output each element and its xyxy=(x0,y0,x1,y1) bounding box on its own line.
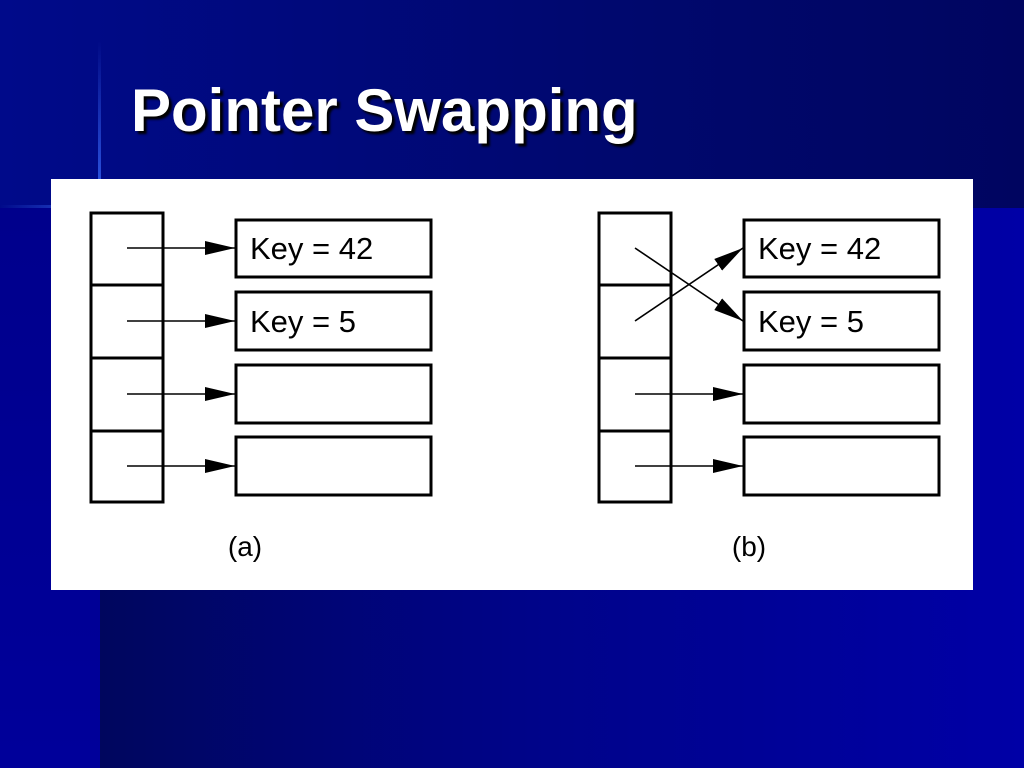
record-key-a-1: Key = 42 xyxy=(250,231,373,266)
pointer-cell-b-1 xyxy=(597,211,673,287)
record-box-a-4 xyxy=(234,435,433,497)
record-key-b-2: Key = 5 xyxy=(758,304,864,339)
pointer-arrows-b xyxy=(634,247,744,473)
record-box-b-4 xyxy=(742,435,941,497)
figure-panel: Key = 42 Key = 5 (a) xyxy=(51,179,973,590)
background-top-band xyxy=(0,0,1024,208)
pointer-cell-b-2 xyxy=(597,283,673,360)
pointer-array-b xyxy=(597,211,673,504)
record-box-b-1 xyxy=(742,218,941,279)
pointer-cell-a-1 xyxy=(89,211,165,287)
caption-a: (a) xyxy=(228,531,262,562)
record-box-b-3 xyxy=(742,363,941,425)
record-box-b-2 xyxy=(742,290,941,352)
record-boxes-b xyxy=(742,218,941,497)
panel-b: Key = 42 Key = 5 (b) xyxy=(597,211,941,562)
record-boxes-a xyxy=(234,218,433,497)
panel-a: Key = 42 Key = 5 (a) xyxy=(89,211,433,562)
record-box-a-2 xyxy=(234,290,433,352)
record-box-a-3 xyxy=(234,363,433,425)
pointer-arrows-a xyxy=(127,241,235,473)
record-box-a-1 xyxy=(234,218,433,279)
record-key-b-1: Key = 42 xyxy=(758,231,881,266)
pointer-arrow-b-2-swapped xyxy=(634,247,744,322)
pointer-swap-diagram: Key = 42 Key = 5 (a) xyxy=(89,211,941,562)
pointer-array-a xyxy=(89,211,165,504)
slide-title: Pointer Swapping xyxy=(131,77,638,144)
decorative-vertical-line xyxy=(98,40,101,210)
caption-b: (b) xyxy=(732,531,766,562)
record-key-a-2: Key = 5 xyxy=(250,304,356,339)
